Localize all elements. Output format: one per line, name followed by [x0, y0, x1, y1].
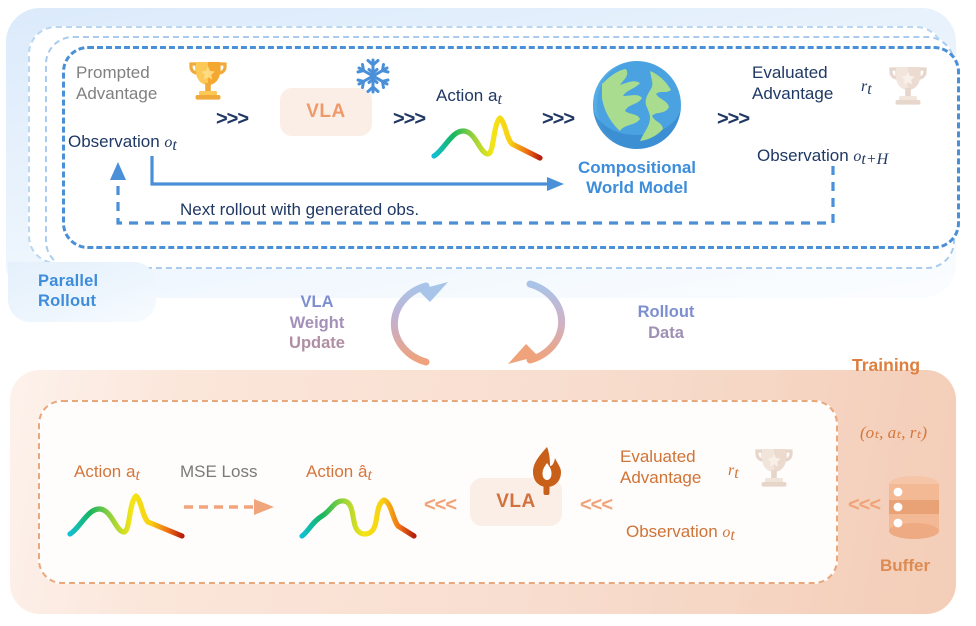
action-output-subscript: t: [497, 91, 502, 108]
vla-frozen-label: VLA: [306, 101, 346, 122]
chevron-left-icon-3: <<<: [848, 494, 881, 516]
training-action-gt-text: Action at: [74, 462, 140, 485]
observation-output-subscript: t+H: [861, 151, 889, 168]
world-model-label: Compositional World Model: [571, 158, 703, 198]
parallel-rollout-label-line1: Parallel: [38, 272, 99, 290]
training-action-pred-label: Action: [306, 462, 354, 481]
cycle-arrows: [390, 280, 566, 366]
vla-training-label: VLA: [496, 491, 536, 512]
action-trajectory-curve: [430, 110, 550, 162]
predicted-trajectory-curve: [296, 486, 426, 542]
observation-input-var: o: [164, 134, 173, 151]
training-inner-dashed-box: [38, 400, 838, 584]
observation-input-subscript: t: [172, 137, 177, 154]
vla-weight-update-line2: Weight: [289, 313, 345, 332]
globe-icon: [590, 58, 684, 152]
prompted-advantage-line2: Advantage: [76, 84, 158, 103]
training-reward-var-group: rt: [728, 460, 739, 483]
reward-var: r: [861, 78, 868, 95]
trophy-icon: [186, 57, 230, 103]
rollout-data-label: Rollout Data: [620, 302, 712, 343]
chevron-icon-3: >>>: [542, 108, 575, 130]
training-observation-text: Observation ot: [626, 522, 735, 545]
parallel-rollout-label: Parallel Rollout: [8, 262, 156, 322]
chevron-left-icon-2: <<<: [580, 494, 613, 516]
chevron-left-icon-1: <<<: [424, 494, 457, 516]
prompted-advantage-text: Prompted Advantage: [76, 62, 157, 104]
vla-weight-update-label: VLA Weight Update: [262, 292, 372, 354]
rollout-data-line1: Rollout: [637, 303, 695, 321]
training-evaluated-advantage-line1: Evaluated: [620, 447, 696, 466]
rollout-arrows-layer: [110, 156, 835, 225]
buffer-label: Buffer: [880, 556, 931, 575]
evaluated-advantage-line2: Advantage: [752, 84, 834, 103]
prompted-advantage-line1: Prompted: [76, 63, 150, 82]
cycle-arrow-down-icon: [508, 344, 538, 364]
action-output-var: a: [487, 86, 498, 105]
training-reward-var: r: [728, 462, 735, 479]
training-action-gt-label: Action: [74, 462, 122, 481]
vla-weight-update-line3: Update: [289, 334, 345, 352]
chevron-icon-1: >>>: [216, 108, 249, 130]
training-observation-subscript: t: [730, 527, 735, 544]
observation-input-text: Observation ot: [68, 132, 177, 155]
trophy-icon-faded: [886, 62, 930, 108]
action-trajectory-curve: [64, 486, 194, 540]
database-buffer-icon: [885, 473, 943, 545]
observation-output-label: Observation: [757, 146, 849, 165]
evaluated-advantage-line1: Evaluated: [752, 63, 828, 82]
chevron-icon-4: >>>: [717, 108, 750, 130]
feedback-caption: Next rollout with generated obs.: [180, 200, 420, 219]
evaluated-advantage-reward-var: rt: [861, 76, 872, 99]
parallel-rollout-label-line2: Rollout: [38, 292, 97, 310]
training-observation-var: o: [722, 524, 731, 541]
mse-loss-label: MSE Loss: [180, 462, 258, 481]
cycle-arrow-up-icon: [418, 282, 448, 302]
training-evaluated-advantage-line2: Advantage: [620, 468, 702, 487]
world-model-line2: World Model: [586, 178, 688, 197]
observation-output-text: Observation ot+H: [757, 146, 888, 169]
training-action-gt-var: a: [125, 462, 136, 481]
snowflake-icon: [353, 56, 393, 96]
training-action-gt-subscript: t: [135, 467, 140, 484]
training-reward-subscript: t: [734, 465, 739, 482]
world-model-line1: Compositional: [577, 158, 697, 177]
buffer-tuple-label: (oₜ, aₜ, rₜ): [860, 423, 927, 442]
training-action-pred-text: Action ât: [306, 462, 372, 485]
reward-subscript: t: [867, 81, 872, 98]
training-observation-label: Observation: [626, 522, 718, 541]
vla-frozen-chip[interactable]: VLA: [280, 88, 372, 136]
observation-output-var: o: [853, 148, 862, 165]
chevron-icon-2: >>>: [393, 108, 426, 130]
fire-icon: [526, 445, 568, 497]
training-action-pred-subscript: t: [367, 467, 372, 484]
trophy-icon-faded: [752, 444, 796, 490]
training-evaluated-advantage-text: Evaluated Advantage: [620, 446, 701, 488]
observation-input-label: Observation: [68, 132, 160, 151]
training-action-pred-var: â: [357, 462, 368, 481]
vla-training-chip[interactable]: VLA: [470, 478, 562, 526]
action-output-label: Action: [436, 86, 484, 105]
evaluated-advantage-text: Evaluated Advantage: [752, 62, 833, 104]
rollout-data-line2: Data: [648, 323, 684, 342]
training-title: Training: [852, 355, 921, 375]
action-output-text: Action at: [436, 86, 502, 109]
dashed-arrow-right-icon: [184, 499, 274, 515]
vla-weight-update-line1: VLA: [300, 293, 334, 311]
